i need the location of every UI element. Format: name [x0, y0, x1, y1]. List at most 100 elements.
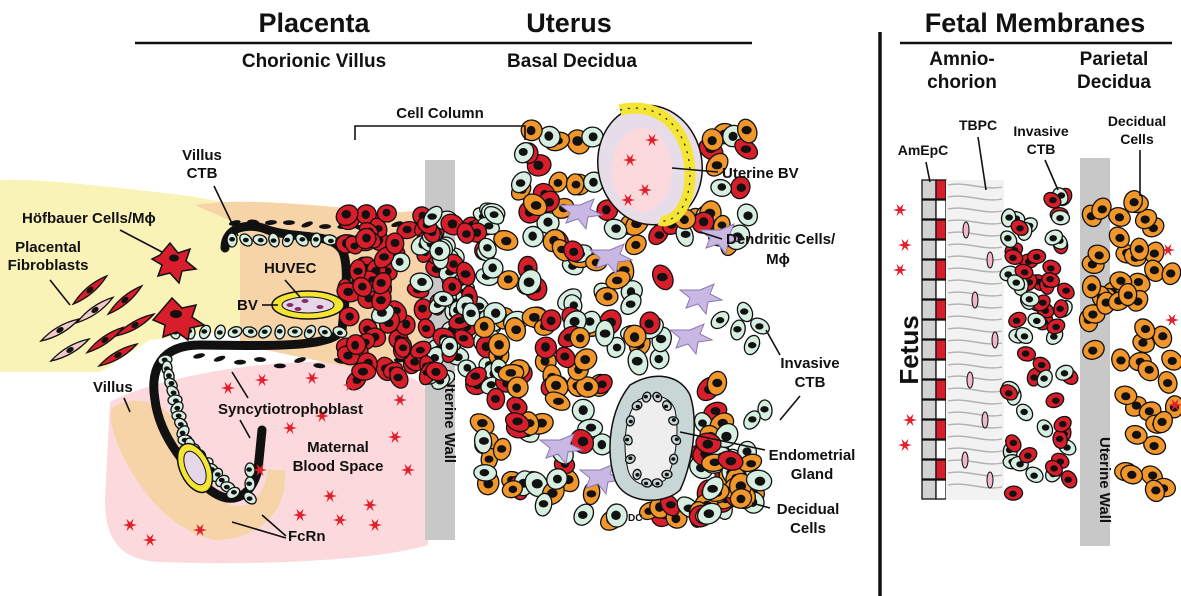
amnion-adjacent-cell: [936, 400, 946, 419]
label-syncytiotrophoblast: Syncytiotrophoblast: [218, 401, 363, 418]
label-dc: DC: [628, 513, 642, 524]
amnion-cell: [922, 280, 936, 299]
syncytial-nucleus: [193, 352, 206, 359]
syncytial-nucleus: [213, 355, 226, 363]
huvec-nucleus: [295, 307, 302, 311]
label-maternal-blood-2: Blood Space: [293, 458, 384, 475]
label-villus-ctb-1: Villus: [182, 147, 222, 164]
label-placental-fibroblasts-2: Fibroblasts: [8, 257, 89, 274]
syncytial-nucleus: [254, 357, 266, 362]
fetal-membranes-panel: Uterine Wall Fetus AmEpC TBPC Invasive C…: [893, 113, 1181, 546]
heading-amniochorion-2: chorion: [927, 72, 997, 93]
label-endometrial-2: Gland: [791, 466, 834, 483]
blood-star: [893, 264, 907, 276]
heading-uterus: Uterus: [526, 8, 612, 38]
amnion-adjacent-cell: [936, 280, 946, 299]
label-invasive-ctb-2: CTB: [795, 374, 826, 391]
blood-star: [893, 204, 907, 216]
cell-column-bracket: [355, 126, 525, 140]
amnion-cell: [922, 460, 936, 479]
blood-star: [898, 239, 912, 251]
label-uterine-wall: Uterine Wall: [441, 377, 458, 463]
tbpc-cell: [963, 222, 969, 238]
amnion-cell: [922, 480, 936, 499]
label-huvec: HUVEC: [264, 260, 317, 277]
huvec-nucleus: [302, 299, 309, 303]
heading-chorionic-villus: Chorionic Villus: [242, 51, 386, 72]
amnion-cell: [922, 240, 936, 259]
amnion-cell: [922, 180, 936, 199]
label-right-invasive-1: Invasive: [1013, 123, 1068, 139]
label-right-decidual-1: Decidual: [1108, 113, 1166, 129]
villus-blood-vessel: [272, 291, 344, 319]
heading-parietal-1: Parietal: [1080, 49, 1149, 70]
amnion-cell: [922, 440, 936, 459]
amnion-cell: [922, 300, 936, 319]
label-decidual-cells-1: Decidual: [777, 501, 840, 518]
amnion-cell: [922, 340, 936, 359]
amnion-cell: [922, 260, 936, 279]
dendritic-cell: [670, 324, 712, 354]
tbpc-fiber-layer: [946, 180, 1004, 500]
blood-star: [898, 439, 912, 451]
amnion-adjacent-cell: [936, 340, 946, 359]
label-maternal-blood-1: Maternal: [307, 439, 369, 456]
leader-amepc: [926, 162, 930, 182]
label-right-decidual-2: Cells: [1120, 131, 1154, 147]
amnion-adjacent-cell: [936, 440, 946, 459]
membrane-ctb-cells: [997, 185, 1081, 501]
label-right-invasive-2: CTB: [1027, 141, 1056, 157]
amnion-adjacent-cell: [936, 380, 946, 399]
label-decidual-cells-2: Cells: [790, 520, 826, 537]
blood-star: [1165, 314, 1179, 326]
label-amepc: AmEpC: [898, 142, 949, 158]
amnion-cell: [922, 420, 936, 439]
endometrial-gland: [610, 376, 694, 500]
label-bv: BV: [237, 297, 258, 314]
blood-star: [903, 414, 917, 426]
amnion-epithelial-cells: [922, 180, 946, 499]
tbpc-cell: [987, 472, 993, 488]
label-dendritic-1: Dendritic Cells/: [726, 231, 836, 248]
amnion-adjacent-cell: [936, 300, 946, 319]
huvec-nucleus: [287, 303, 294, 307]
label-uterine-bv: Uterine BV: [722, 165, 799, 182]
label-invasive-ctb-1: Invasive: [780, 355, 839, 372]
heading-placenta: Placenta: [258, 8, 370, 38]
label-villus: Villus: [93, 379, 133, 396]
amnion-adjacent-cell: [936, 460, 946, 479]
syncytial-nucleus: [234, 360, 246, 365]
amnion-cell: [922, 380, 936, 399]
amnion-adjacent-cell: [936, 220, 946, 239]
amnion-cell: [922, 320, 936, 339]
tbpc-cell: [967, 372, 973, 388]
amnion-adjacent-cell: [936, 200, 946, 219]
amnion-cell: [922, 200, 936, 219]
dendritic-cell: [680, 284, 722, 314]
label-fcrn: FcRn: [288, 528, 326, 545]
leader-invasive-2: [780, 396, 800, 420]
heading-fetal-membranes: Fetal Membranes: [925, 8, 1146, 38]
tbpc-cell: [962, 452, 968, 468]
label-right-uterine-wall: Uterine Wall: [1096, 437, 1113, 523]
amnion-adjacent-cell: [936, 420, 946, 439]
label-placental-fibroblasts-1: Placental: [15, 239, 81, 256]
leader-right-invasive: [1045, 160, 1058, 190]
amnion-adjacent-cell: [936, 320, 946, 339]
label-dendritic-2: Mϕ: [766, 251, 790, 268]
label-hofbauer: Höfbauer Cells/Mϕ: [22, 210, 156, 227]
amnion-cell: [922, 400, 936, 419]
heading-amniochorion-1: Amnio-: [929, 49, 994, 70]
label-cell-column: Cell Column: [396, 105, 484, 122]
tbpc-cell: [982, 412, 988, 428]
amnion-cell: [922, 220, 936, 239]
title-block: Placenta Uterus Chorionic Villus Basal D…: [135, 8, 1172, 93]
heading-parietal-2: Decidua: [1077, 72, 1151, 93]
label-villus-ctb-2: CTB: [187, 165, 218, 182]
huvec-nucleus: [317, 305, 324, 309]
label-tbpc: TBPC: [959, 117, 997, 133]
amnion-adjacent-cell: [936, 240, 946, 259]
amnion-adjacent-cell: [936, 360, 946, 379]
heading-basal-decidua: Basal Decidua: [507, 51, 637, 72]
